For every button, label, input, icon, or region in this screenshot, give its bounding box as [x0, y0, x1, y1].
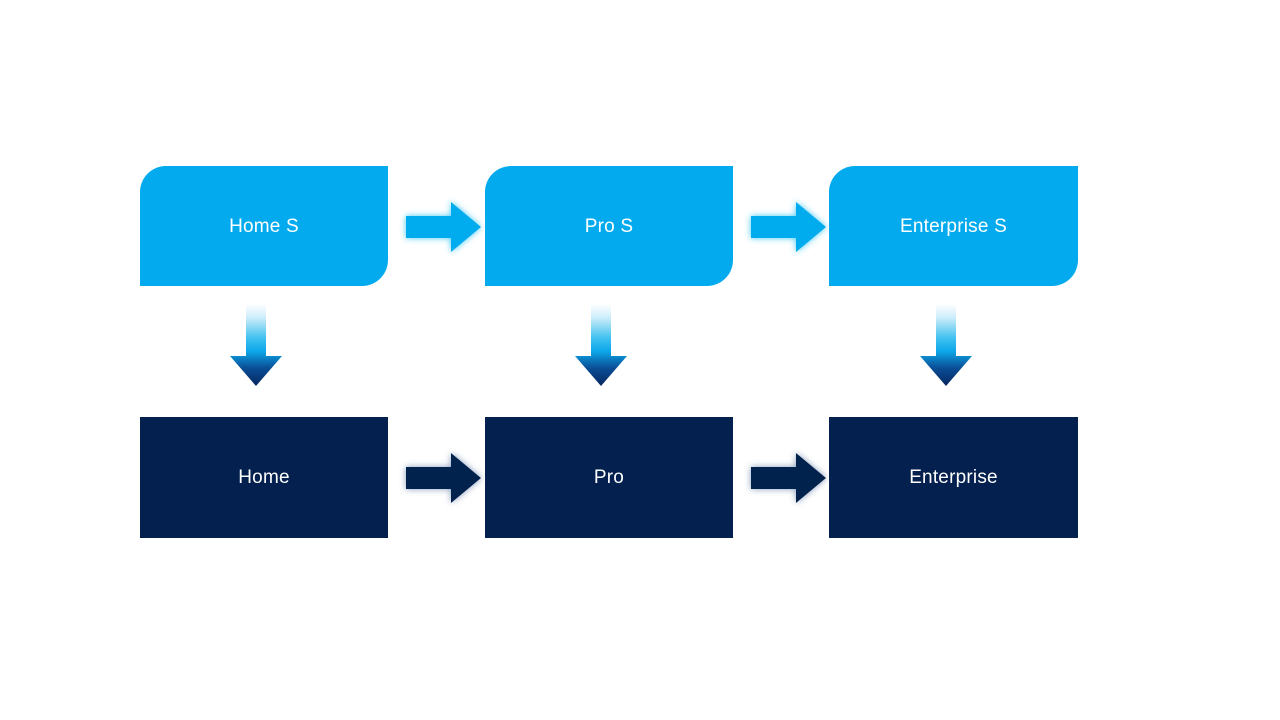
- node-label: Pro: [593, 467, 625, 488]
- node-pro-s[interactable]: Pro S: [485, 166, 733, 286]
- node-label: Home S: [229, 215, 299, 237]
- arrow-down-icon-home-s-to-home: [228, 304, 284, 388]
- node-label: Pro S: [584, 215, 634, 237]
- arrow-right-icon-pro-s-to-enterprise-s: [749, 198, 829, 256]
- arrow-down-icon-enterprise-s-to-enterprise: [918, 304, 974, 388]
- arrow-right-icon-home-s-to-pro-s: [404, 198, 484, 256]
- node-enterprise-s[interactable]: Enterprise S: [829, 166, 1078, 286]
- arrow-right-icon-pro-to-enterprise: [749, 449, 829, 507]
- node-home[interactable]: Home: [140, 417, 388, 538]
- arrow-right-icon-home-to-pro: [404, 449, 484, 507]
- node-label: Enterprise: [909, 467, 998, 488]
- arrow-down-icon-pro-s-to-pro: [573, 304, 629, 388]
- node-home-s[interactable]: Home S: [140, 166, 388, 286]
- node-label: Home: [238, 467, 290, 488]
- node-enterprise[interactable]: Enterprise: [829, 417, 1078, 538]
- node-label: Enterprise S: [900, 215, 1007, 237]
- node-pro[interactable]: Pro: [485, 417, 733, 538]
